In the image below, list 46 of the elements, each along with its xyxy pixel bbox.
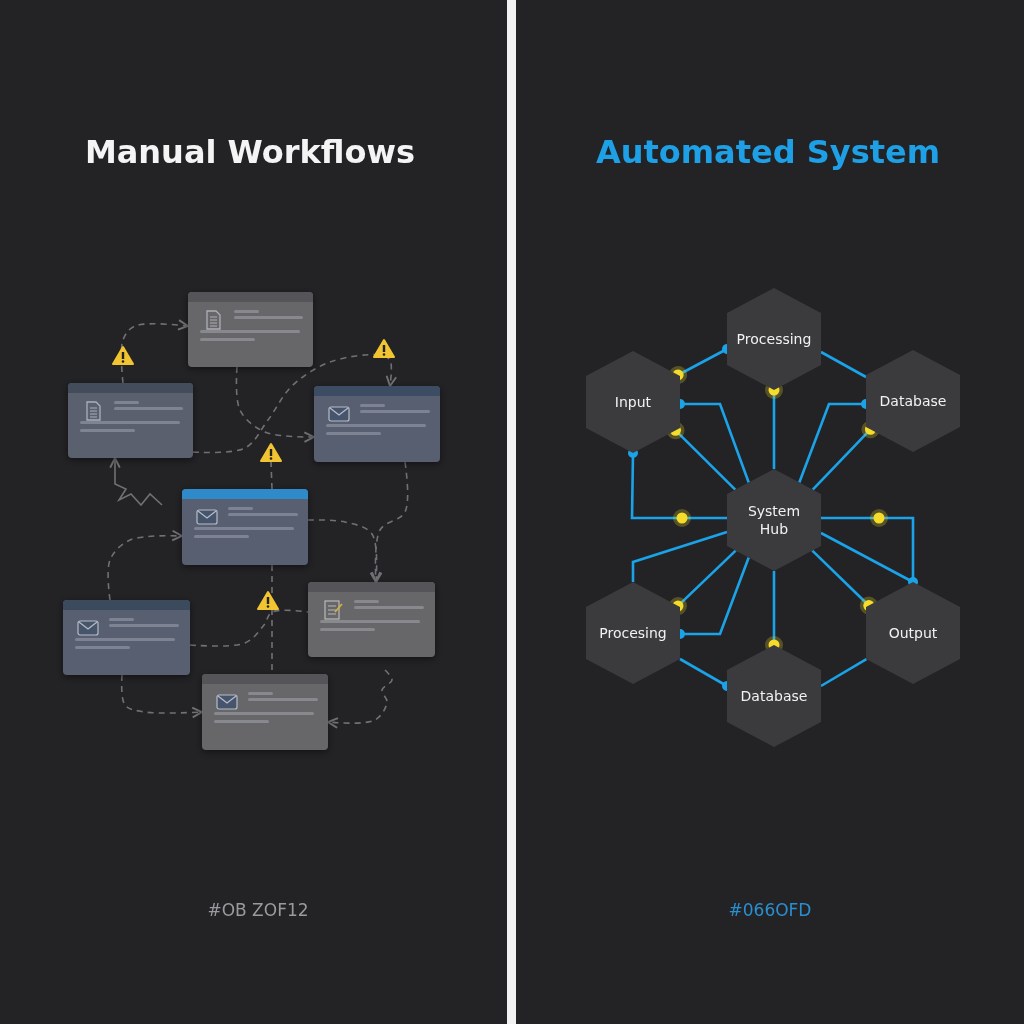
- node-label: Database: [879, 392, 947, 410]
- dashed-arrow: [107, 529, 183, 601]
- window-card: [63, 600, 190, 675]
- window-card: [314, 386, 440, 462]
- window-card: [68, 383, 193, 458]
- node-label: Procesing: [599, 624, 667, 642]
- dashed-arrow: [120, 674, 203, 719]
- connector-line: [109, 457, 163, 507]
- hexagon-node: [727, 469, 821, 571]
- warning-icon: [112, 345, 134, 366]
- hexagon-node: [586, 351, 680, 453]
- connector-line: [631, 530, 728, 582]
- dashed-arrow: [192, 353, 398, 454]
- panel-title: Automated System: [595, 133, 941, 171]
- node-label: Database: [740, 687, 808, 705]
- connector-line: [820, 350, 867, 379]
- dashed-arrow: [120, 319, 189, 384]
- color-code: #066OFD: [728, 900, 812, 920]
- hexagon-node: [866, 582, 960, 684]
- panel-title: Manual Workflows: [84, 133, 416, 171]
- connector-line: [628, 448, 727, 520]
- color-code: #OB ZOF12: [207, 900, 309, 920]
- node-label: System Hub: [746, 502, 802, 538]
- node-label: Processing: [736, 330, 812, 348]
- warning-icon: [257, 590, 279, 611]
- window-card: [188, 292, 313, 367]
- connector-line: [811, 420, 880, 491]
- hexagon-node: [727, 288, 821, 390]
- node-label: Output: [888, 624, 938, 642]
- warning-icon: [260, 442, 282, 463]
- warning-icon: [373, 338, 395, 359]
- dashed-arrow: [235, 366, 315, 443]
- connector-line: [669, 549, 737, 615]
- window-card: [308, 582, 435, 657]
- window-card: [182, 489, 308, 565]
- hexagon-node: [586, 582, 680, 684]
- dashed-arrow: [369, 461, 409, 583]
- dashed-arrow: [327, 669, 393, 729]
- node-label: Input: [614, 393, 652, 411]
- connector-line: [820, 658, 868, 688]
- connector-line: [811, 549, 878, 615]
- hexagon-node: [727, 645, 821, 747]
- connector-line: [821, 516, 918, 587]
- hexagon-node: [866, 350, 960, 452]
- window-card: [202, 674, 328, 750]
- dashed-arrow: [307, 519, 383, 583]
